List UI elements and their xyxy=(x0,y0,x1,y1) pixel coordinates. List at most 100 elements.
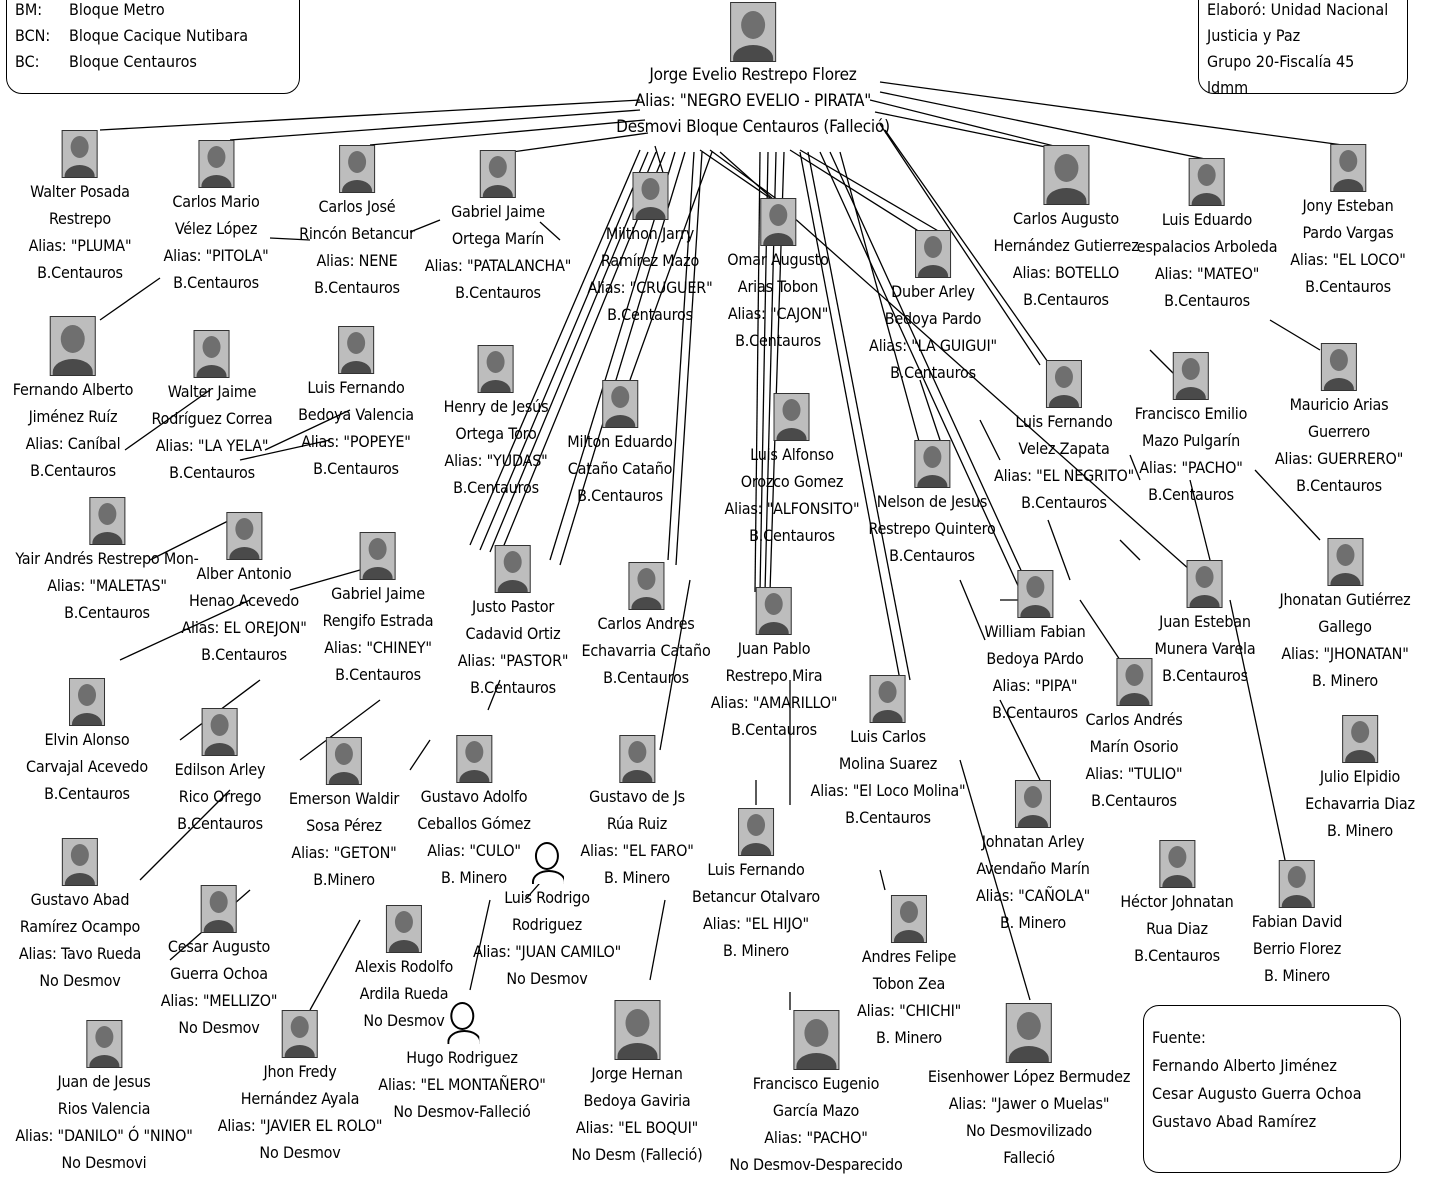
person-label: Alias: "PITOLA" xyxy=(163,246,269,265)
person-label: Ceballos Gómez xyxy=(417,814,531,833)
person-label: No Desmov-Falleció xyxy=(393,1102,531,1121)
person-label: Restrepo xyxy=(48,209,112,228)
root-connector xyxy=(869,99,1071,151)
person-label: Alias: "JHONATAN" xyxy=(1281,644,1409,663)
bundle-connector xyxy=(675,151,703,566)
person-label: Alias: "ALFONSITO" xyxy=(724,499,860,518)
person-label: No Desmov xyxy=(506,969,588,988)
person-label: Gallego xyxy=(1318,617,1372,636)
person-label: Bedoya Gaviria xyxy=(583,1091,691,1110)
person-label: B.Centauros xyxy=(1023,290,1109,309)
peer-connector xyxy=(1254,469,1321,541)
person-label: Luis Alfonso xyxy=(750,445,834,464)
person-label: Arias Tobon xyxy=(737,277,819,296)
person-label: Echavarria Diaz xyxy=(1305,794,1415,813)
person-label: Alias: "PASTOR" xyxy=(457,651,569,670)
person-label: B.Centauros xyxy=(889,546,975,565)
person-label: Gabriel Jaime xyxy=(451,202,545,221)
person-label: espalacios Arboleda xyxy=(1136,237,1278,256)
person-label: Alias: "PATALANCHA" xyxy=(424,256,572,275)
person-label: Jiménez Ruíz xyxy=(28,407,118,426)
person-label: Vélez López xyxy=(174,219,258,238)
person-label: Sosa Pérez xyxy=(306,816,382,835)
person-label: B.Centauros xyxy=(64,603,150,622)
person-label: Jhonatan Gutiérrez xyxy=(1279,590,1411,609)
person-label: B. Minero xyxy=(1326,821,1393,840)
person-photo xyxy=(1278,860,1315,908)
person-label: Juan Pablo xyxy=(737,639,811,658)
person-label: Alias: "EL LOCO" xyxy=(1290,250,1406,269)
person-label: Tobon Zea xyxy=(872,974,946,993)
legend-text: Bloque Centauros xyxy=(69,52,197,71)
peer-connector xyxy=(139,789,231,881)
person-label: B. Minero xyxy=(1263,966,1330,985)
root-connector xyxy=(654,145,665,177)
person-label: Alias: "CHICHI" xyxy=(856,1001,962,1020)
person-photo xyxy=(1115,658,1152,706)
peer-connector xyxy=(487,679,501,711)
peer-connector xyxy=(959,579,986,641)
person-label: B.Centauros xyxy=(607,305,693,324)
person-label: Héctor Johnatan xyxy=(1120,892,1234,911)
person-label: Mauricio Arias xyxy=(1289,395,1389,414)
person-label: Alias: "TULIO" xyxy=(1085,764,1183,783)
person-label: Desmovi Bloque Centauros (Falleció) xyxy=(616,117,890,137)
peer-connector xyxy=(289,569,361,591)
person-label: William Fabian xyxy=(984,622,1086,641)
root-connector xyxy=(879,91,1211,161)
person-photo xyxy=(385,905,422,953)
person-label: Alias: "POPEYE" xyxy=(301,432,411,451)
peer-connector xyxy=(239,439,331,461)
peer-connector xyxy=(309,919,361,1011)
person-label: Ortega Toro xyxy=(455,424,537,443)
source-line: Fernando Alberto Jiménez xyxy=(1152,1056,1337,1075)
peer-connector xyxy=(409,219,441,233)
person-photo xyxy=(1341,715,1378,763)
legend-text: Bloque Cacique Nutibara xyxy=(69,26,249,45)
peer-connector xyxy=(1129,454,1141,481)
person-label: Cataño Cataño xyxy=(567,459,673,478)
person-label: B.Centauros xyxy=(453,478,539,497)
person-photo xyxy=(1330,144,1366,192)
person-label: Guerrero xyxy=(1308,422,1370,441)
person-photo xyxy=(602,380,638,428)
root-connector xyxy=(699,149,771,199)
person-label: Alias: "DANILO" Ó "NINO" xyxy=(15,1126,193,1145)
person-label: Alias: "JAVIER EL ROLO" xyxy=(217,1116,383,1135)
legend-text: Bloque Metro xyxy=(69,0,165,19)
person-label: Carvajal Acevedo xyxy=(26,757,148,776)
person-photo xyxy=(326,737,362,785)
person-label: B.Centauros xyxy=(30,461,116,480)
root-connector xyxy=(879,123,1041,366)
person-label: Fabian David xyxy=(1251,912,1343,931)
person-label: Edilson Arley xyxy=(174,760,266,779)
person-photo xyxy=(68,678,105,726)
person-label: Milton Eduardo xyxy=(567,432,673,451)
person-photo xyxy=(1045,360,1082,408)
peer-connector xyxy=(119,599,251,661)
person-photo xyxy=(760,198,796,246)
person-label: B.Centauros xyxy=(749,526,835,545)
person-label: Alias: "YUDAS" xyxy=(444,451,548,470)
person-label: Alias: "CAÑOLA" xyxy=(975,886,1091,905)
person-label: B.Centauros xyxy=(603,668,689,687)
person-label: Alias: NENE xyxy=(316,251,398,270)
person-label: Luis Rodrigo xyxy=(504,888,590,907)
peer-connector xyxy=(1269,319,1321,351)
person-label: Luis Fernando xyxy=(307,378,405,397)
